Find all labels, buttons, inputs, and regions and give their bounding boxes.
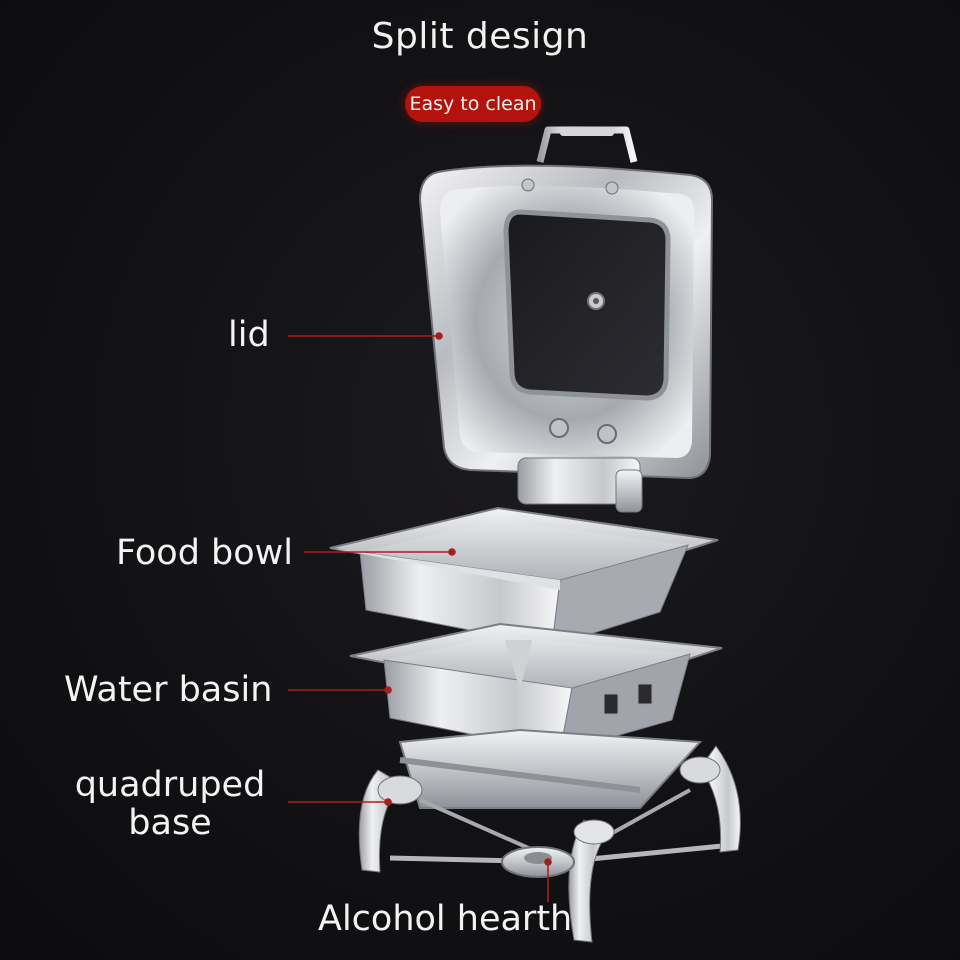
alcohol-hearth-part [501, 846, 575, 878]
alcohol-hearth-label: Alcohol hearth [318, 899, 573, 939]
quadruped-base-label: quadruped base [74, 765, 266, 843]
food-bowl-label: Food bowl [116, 533, 294, 573]
water-basin-label: Water basin [64, 670, 273, 710]
lid-label: lid [228, 315, 270, 355]
lid-leader-dot [435, 332, 443, 340]
leader-lines [288, 332, 552, 902]
quadruped-base-leader-dot [384, 798, 392, 806]
food-bowl-leader-dot [448, 548, 456, 556]
water-basin-leader-dot [384, 686, 392, 694]
easy-to-clean-badge: Easy to clean [405, 86, 541, 122]
page-title: Split design [371, 16, 589, 57]
water-basin-part [349, 622, 723, 753]
lid-part [418, 126, 714, 513]
alcohol-hearth-leader-dot [544, 858, 552, 866]
food-bowl-part [329, 506, 719, 647]
